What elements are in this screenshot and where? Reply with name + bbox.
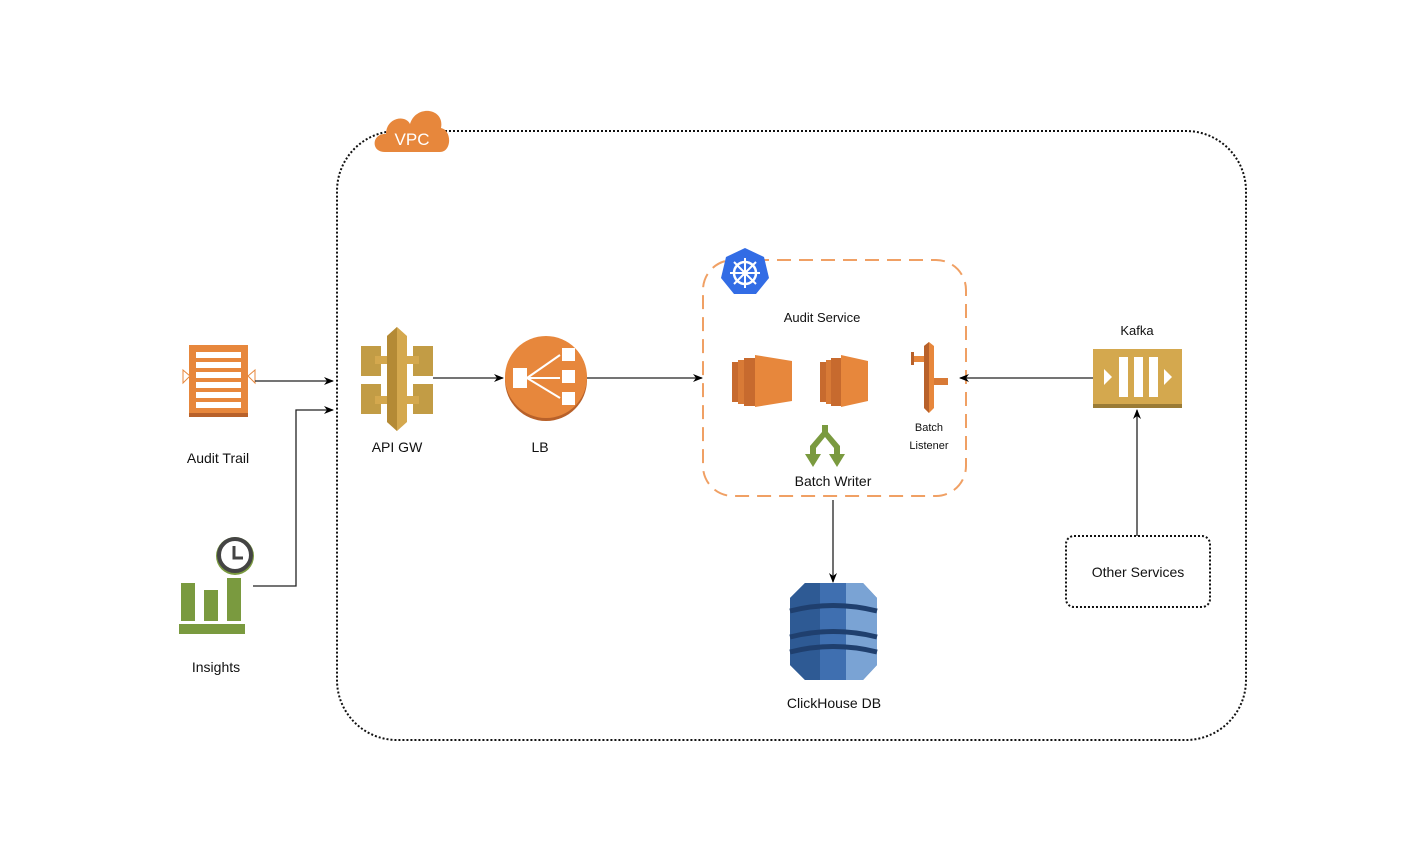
insights-clock-chart-icon[interactable] (179, 537, 254, 634)
compute-instance-icon[interactable] (732, 355, 792, 407)
queue-icon[interactable] (1093, 349, 1182, 408)
lb-label: LB (531, 439, 548, 455)
split-arrows-icon[interactable] (805, 425, 845, 467)
compute-instance-icon[interactable] (820, 355, 868, 407)
kubernetes-icon (721, 248, 769, 294)
listener-icon[interactable] (911, 342, 948, 413)
audit-trail-label: Audit Trail (187, 450, 249, 466)
batch-listener-label-line2: Listener (909, 440, 948, 452)
database-icon[interactable] (789, 583, 878, 680)
vpc-label: VPC (395, 130, 430, 149)
edge-insights-to-api-gw (253, 406, 334, 587)
batch-listener-label-line1: Batch (915, 422, 943, 434)
vpc-boundary (336, 130, 1247, 741)
audit-trail-icon[interactable] (182, 345, 256, 417)
load-balancer-icon[interactable] (505, 336, 587, 421)
batch-writer-label: Batch Writer (795, 473, 872, 489)
api-gateway-icon[interactable] (361, 327, 433, 431)
api-gw-label: API GW (372, 439, 423, 455)
audit-service-label: Audit Service (784, 310, 861, 325)
other-services-box[interactable] (1065, 535, 1211, 608)
vpc-cloud-icon: VPC (374, 110, 450, 152)
clickhouse-label: ClickHouse DB (787, 695, 881, 711)
insights-label: Insights (192, 659, 240, 675)
other-services-label: Other Services (1092, 564, 1185, 580)
kafka-label: Kafka (1120, 323, 1154, 338)
